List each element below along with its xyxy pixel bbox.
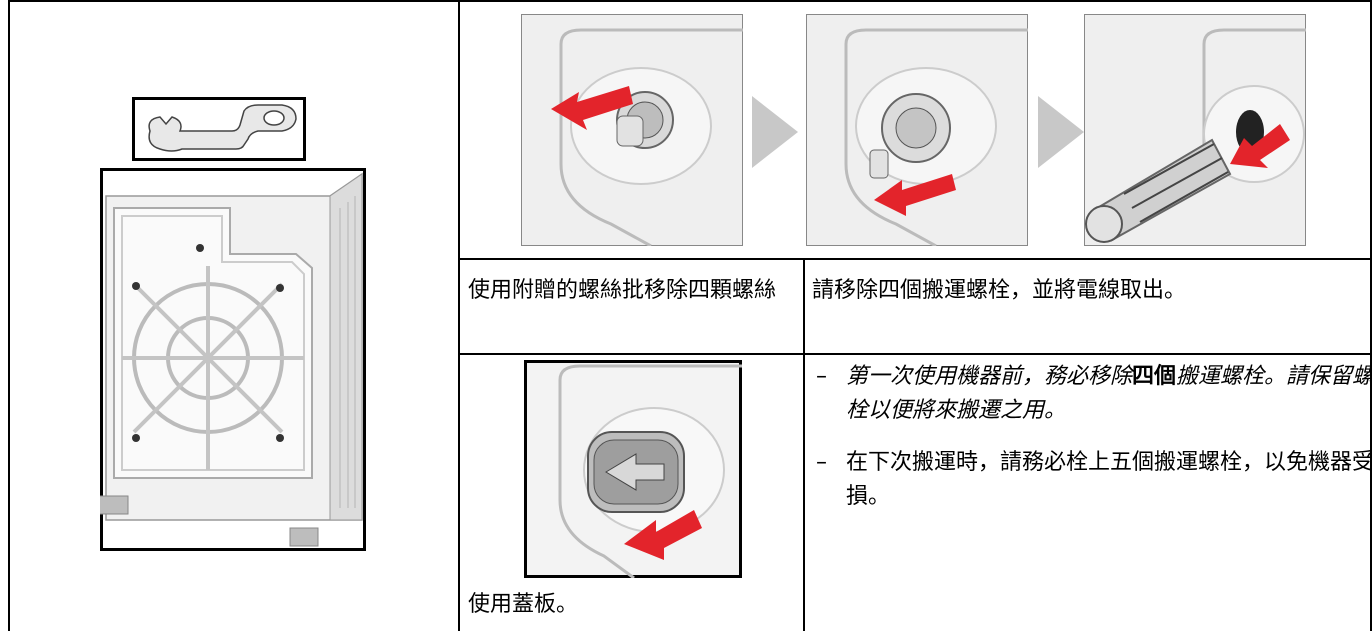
note-remove-bolts-before-use: – 第一次使用機器前，務必移除四個搬運螺栓。請保留螺栓以便將來搬遷之用。 (816, 360, 1372, 440)
cover-cap-icon (524, 360, 742, 578)
table-border-left (8, 0, 10, 631)
instruction-remove-bolts: 請移除四個搬運螺栓，並將電線取出。 (812, 278, 1187, 303)
bullet-dash: – (816, 364, 827, 389)
bolt-removal-step-1 (521, 14, 743, 246)
note-text: 在下次搬運時，請務必栓上五個搬運螺栓，以免機器受損。 (846, 450, 1372, 509)
washing-machine-back-icon (100, 168, 366, 551)
row-divider-2 (458, 353, 1372, 355)
note-emphasis: 四個 (1132, 364, 1177, 389)
bullet-dash: – (816, 450, 827, 475)
note-text-part2: 搬運螺栓。請保留螺栓以便將來搬遷之用。 (846, 364, 1372, 423)
row-divider-1 (458, 258, 1372, 260)
column-divider-inner (803, 258, 805, 631)
wrench-icon (132, 97, 306, 161)
column-divider-main (458, 0, 460, 631)
instruction-use-cover: 使用蓋板。 (468, 592, 579, 617)
bolt-removal-step-3 (1084, 14, 1306, 246)
note-text-part1: 第一次使用機器前，務必移除 (846, 364, 1133, 389)
chevron-right-icon (752, 96, 798, 168)
bolt-removal-step-2 (806, 14, 1028, 246)
instruction-remove-screws: 使用附贈的螺絲批移除四顆螺絲 (468, 278, 777, 303)
note-reinstall-bolts: – 在下次搬運時，請務必栓上五個搬運螺栓，以免機器受損。 (816, 446, 1372, 526)
table-border-right (1370, 0, 1372, 631)
chevron-right-icon (1038, 96, 1084, 168)
table-border-top (8, 0, 1372, 2)
